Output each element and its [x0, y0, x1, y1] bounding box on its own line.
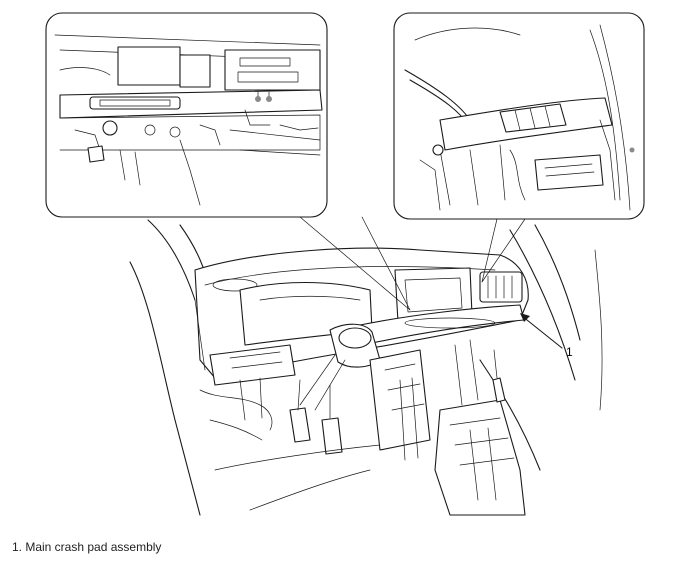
inset-left-dashboard	[45, 12, 328, 218]
inset-right-side	[393, 12, 645, 220]
figure-caption: 1. Main crash pad assembly	[12, 540, 162, 554]
main-interior-view	[129, 219, 603, 516]
crash-pad-illustration: 1	[45, 12, 645, 516]
callout-number: 1	[566, 345, 573, 359]
callout-1: 1	[520, 313, 573, 359]
callout-leaders	[299, 216, 526, 311]
